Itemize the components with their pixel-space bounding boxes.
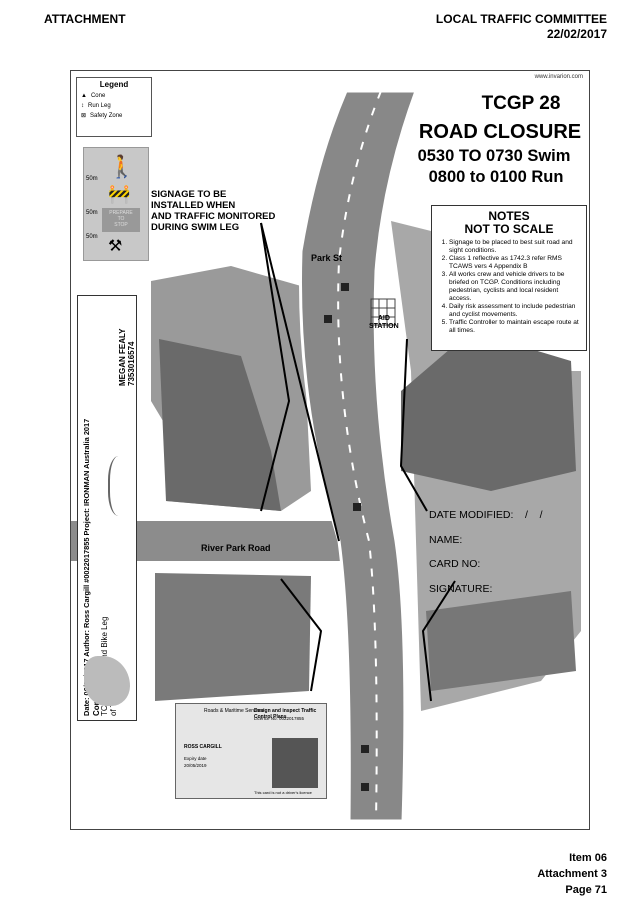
- building-right: [401, 331, 576, 491]
- cone-marker: [361, 745, 369, 753]
- worker-sign-icon: 🚧: [108, 184, 131, 204]
- attachment-header: ATTACHMENT: [44, 12, 126, 26]
- plan-id: TCGP 28: [481, 93, 561, 114]
- legend-item-run-leg: ↕ Run Leg: [81, 101, 147, 111]
- contact-number: 7353016574: [127, 341, 136, 387]
- notes-list: Signage to be placed to best suit road a…: [438, 239, 580, 335]
- committee-name: LOCAL TRAFFIC COMMITTEE: [435, 12, 607, 26]
- legend: Legend ▲Cone ↕ Run Leg ⊠Safety Zone: [76, 77, 152, 137]
- company-logo: [84, 656, 130, 706]
- card-expiry-label: Expiry date: [184, 756, 207, 761]
- signage-panel: 🚶 50m 🚧 50m PREPARE TO STOP 50m ⚒: [83, 147, 149, 261]
- signage-note: SIGNAGE TO BE INSTALLED WHEN AND TRAFFIC…: [151, 189, 276, 233]
- date-modified-field: DATE MODIFIED: / /: [429, 509, 543, 521]
- main-road: [298, 89, 419, 823]
- footer-item: Item 06: [569, 852, 607, 864]
- card-licence: Licence No: 0022017855: [254, 716, 305, 721]
- aid-station-grid: [370, 298, 396, 326]
- cone-icon: ▲: [81, 93, 87, 99]
- swim-time: 0530 TO 0730 Swim: [417, 147, 571, 165]
- park-st-label: Park St: [311, 253, 343, 263]
- run-leg-icon: ↕: [81, 103, 84, 109]
- notes-subtitle: NOT TO SCALE: [464, 222, 554, 236]
- road-closure-title: ROAD CLOSURE: [418, 121, 582, 143]
- committee-date: 22/02/2017: [546, 27, 607, 41]
- page-footer: Item 06 Attachment 3 Page 71: [537, 850, 607, 898]
- pedestrian-sign-icon: 🚶: [108, 154, 136, 179]
- contact-name: MEGAN FEALY: [118, 328, 127, 387]
- id-card: Roads & Maritime Services Design and ins…: [175, 703, 327, 799]
- cone-markers: [324, 283, 369, 791]
- run-time: 0800 to 0100 Run: [428, 168, 564, 186]
- card-photo: [272, 738, 318, 788]
- note-item: Signage to be placed to best suit road a…: [449, 239, 580, 255]
- signature-scribble: [108, 456, 134, 516]
- note-item: Class 1 reflective as 1742.3 refer RMS T…: [449, 255, 580, 271]
- block-lower-right: [426, 591, 576, 691]
- cone-marker: [324, 315, 332, 323]
- legend-title: Legend: [99, 80, 129, 89]
- committee-header: LOCAL TRAFFIC COMMITTEE 22/02/2017: [436, 12, 607, 42]
- prepare-to-stop-sign: PREPARE TO STOP: [102, 208, 140, 232]
- title-block: Date: 06/02/2017 Author: Ross Cargill #0…: [77, 295, 137, 721]
- safety-zone-icon: ⊠: [81, 113, 87, 119]
- legend-label: Cone: [90, 93, 106, 99]
- card-expiry: 20/05/2019: [184, 763, 207, 768]
- card-no-field: CARD NO:: [429, 558, 481, 570]
- traffic-control-plan: www.invarion.com TCGP 28 ROAD CLOSURE 05…: [70, 70, 590, 830]
- distance-label: 50m: [86, 176, 98, 182]
- note-item: All works crew and vehicle drivers to be…: [449, 271, 580, 303]
- roadwork-sign-icon: ⚒: [108, 238, 123, 255]
- distance-label: 50m: [86, 210, 98, 216]
- modification-form: DATE MODIFIED: / / NAME: CARD NO: SIGNAT…: [429, 503, 543, 601]
- card-title: Design and inspect Traffic Control Plans: [254, 708, 317, 720]
- legend-label: Run Leg: [88, 103, 111, 109]
- legend-item-safety-zone: ⊠Safety Zone: [81, 111, 147, 121]
- notes-title: NOTES: [488, 209, 530, 223]
- footer-page: Page 71: [565, 884, 607, 896]
- block-lower-left: [155, 573, 311, 701]
- card-footer: This card is not a driver's licence: [254, 790, 312, 795]
- footer-attachment: Attachment 3: [537, 868, 607, 880]
- aid-station-label: AID STATION: [369, 315, 399, 330]
- building-left: [159, 339, 281, 511]
- legend-label: Safety Zone: [90, 113, 123, 119]
- notes-box: NOTES NOT TO SCALE Signage to be placed …: [431, 205, 587, 351]
- distance-label: 50m: [86, 234, 98, 240]
- signature-field: SIGNATURE:: [429, 582, 493, 595]
- note-item: Daily risk assessment to include pedestr…: [449, 303, 580, 319]
- website-text: www.invarion.com: [534, 74, 583, 80]
- name-field: NAME:: [429, 533, 463, 546]
- note-item: Traffic Controller to maintain escape ro…: [449, 319, 580, 335]
- card-org: Roads & Maritime Services: [204, 708, 265, 714]
- road-centerline: [337, 90, 382, 822]
- river-park-road-label: River Park Road: [201, 543, 271, 553]
- pointer-lines: [260, 222, 456, 702]
- card-holder: ROSS CARGILL: [184, 744, 222, 750]
- cone-marker: [341, 283, 349, 291]
- legend-item-cone: ▲Cone: [81, 91, 147, 101]
- cone-marker: [361, 783, 369, 791]
- cone-marker: [353, 503, 361, 511]
